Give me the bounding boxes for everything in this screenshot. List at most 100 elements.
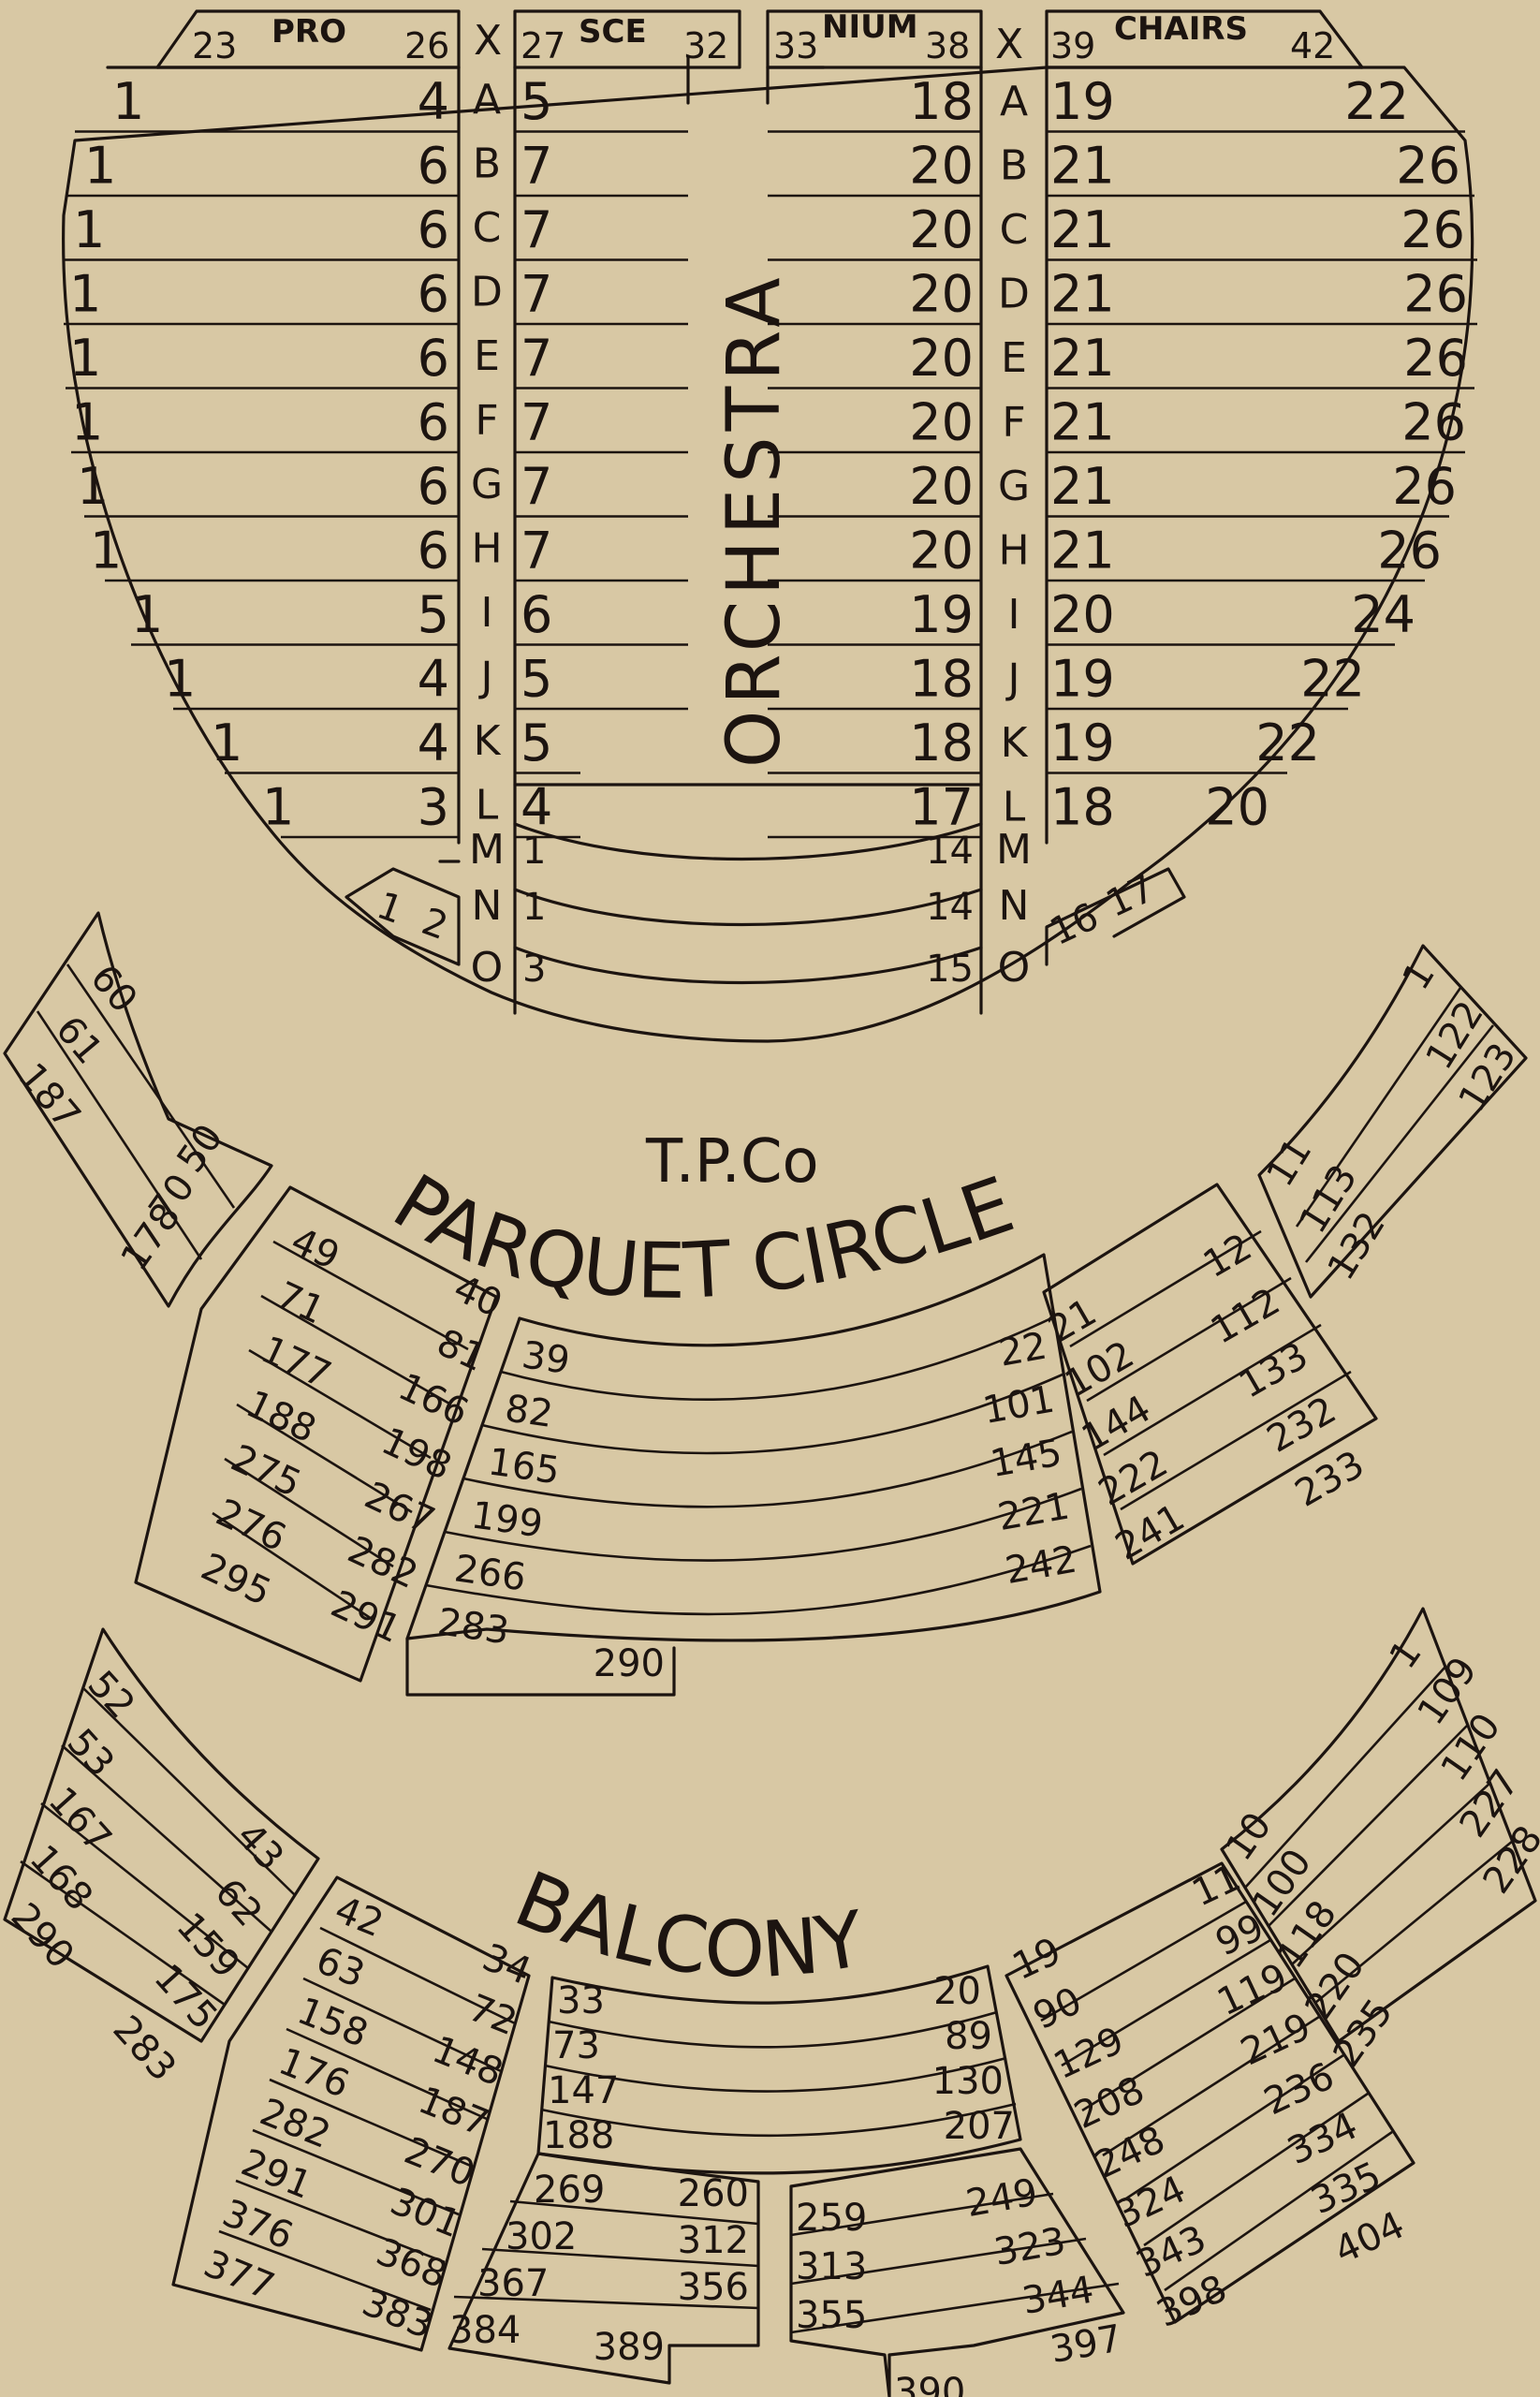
seat-first-center: 5 [521,713,552,772]
balcony-left-block [171,1875,531,2352]
seat-last-left: 5 [418,585,449,644]
balcony-far-left-seat: 283 [104,2007,183,2090]
seat-first-left: 1 [84,137,116,196]
row-letter: N [472,882,503,930]
rear-left-seat: 2 [417,900,454,949]
header-labels: 23 PRO 26 27 SCE 32 33 NIUM 38 39 CHAIRS… [192,8,1335,68]
row-divider [1103,1323,1322,1457]
balcony-center-left-seat-last: 356 [678,2266,749,2309]
balcony-right-seat-first: 19 [1006,1930,1068,1989]
row-letter: L [476,782,499,830]
aisle-x-left: X [474,17,502,65]
row-divider [1244,1666,1446,1889]
seat-last-left: 4 [418,72,449,131]
row-divider [1061,1938,1271,2067]
seat-first-right: 21 [1050,265,1115,324]
row-letter: L [1003,784,1026,831]
row-divider [272,1240,469,1351]
balcony-center-seat-last: 20 [933,1970,981,2013]
seat-last-left: 4 [418,713,449,772]
row-divider [1069,1229,1262,1348]
seat-first-left: 1 [164,650,196,709]
header-from-sce: 27 [521,25,565,66]
balcony-center-right-seat-first: 259 [796,2197,867,2240]
balcony-far-left-block [3,1627,320,2043]
parquet-far-left-seat: 60 [81,957,145,1022]
seat-first-center: 7 [521,200,552,259]
seat-first-right: 18 [1050,778,1115,837]
seat-last-left: 6 [418,200,449,259]
seat-first-left: 1 [131,585,163,644]
row-divider [790,2237,1087,2286]
row-letter: B [1000,142,1028,190]
balcony-center-seat-last: 89 [945,2015,992,2058]
header-to-chairs: 42 [1290,25,1335,66]
seat-last-right: 26 [1403,329,1468,388]
seat-first-center: 6 [521,585,552,644]
seat-first-left: 1 [211,713,242,772]
seat-first-center: 7 [521,265,552,324]
seat-last-center: 18 [909,713,974,772]
parquet-far-right-block [1257,944,1528,1299]
balcony-center-right-seat-last: 397 [1048,2317,1125,2373]
seat-last-center: 15 [926,948,974,991]
orchestra-label: ORCHESTRA [712,272,797,768]
row-divider [1143,2092,1369,2247]
row-letter: K [1001,719,1029,767]
row-divider [1102,2015,1320,2157]
parquet-center-seat-last: 101 [980,1378,1058,1434]
parquet-center-seat-last: 242 [1003,1538,1080,1594]
row-divider [481,2247,759,2268]
row-divider [319,1926,516,2025]
orchestra-row-lines [64,130,1477,839]
seat-first-center: 1 [522,886,546,929]
seat-first-right: 21 [1050,393,1115,452]
seat-first-center: 5 [521,650,552,709]
rear-right-box [1045,867,1186,966]
rear-left-seat: 1 [372,884,409,933]
seat-first-left: 1 [69,329,101,388]
row-divider [1314,1839,1514,2005]
balcony-center-seat-first: 188 [543,2114,614,2157]
parquet-left-seat-last: 81 [431,1321,492,1380]
seat-last-left: 4 [418,650,449,709]
header-from-pro: 23 [192,25,237,66]
row-letter: A [1000,78,1028,125]
parquet-center-seat-first: 39 [520,1333,573,1383]
seat-last-right: 26 [1403,265,1468,324]
row-divider [544,2056,1007,2093]
balcony-far-left-seat: 43 [228,1815,292,1879]
row-letter: C [1000,206,1029,254]
seat-last-left: 6 [418,522,449,581]
row-divider [40,1801,249,1970]
parquet-right-seat-last: 233 [1288,1443,1371,1516]
balcony-center-right-seat-last: 249 [963,2171,1041,2227]
seat-last-right: 20 [1205,778,1269,837]
parquet-center-seat-last: 221 [995,1485,1073,1540]
aisle-x-right: X [995,21,1023,68]
row-divider [790,2282,1120,2334]
parquet-left-block [134,1185,498,1683]
row-divider [1086,1276,1292,1403]
row-letter: H [471,525,502,573]
seat-first-center: 7 [521,329,552,388]
parquet-right-block [1042,1183,1378,1566]
balcony-right-block [1005,1861,1415,2324]
header-to-nium: 38 [925,25,970,66]
header-box-proscenium-left [155,9,461,69]
seat-first-right: 21 [1050,457,1115,516]
seat-last-right: 26 [1396,137,1460,196]
row-letter: G [471,461,503,508]
row-divider [1120,1370,1352,1511]
seat-last-right: 26 [1401,393,1466,452]
row-divider [425,1544,1092,1616]
balcony-section [3,1607,1537,2397]
row-letter: M [996,826,1032,874]
seat-last-left: 6 [418,137,449,196]
row-letter: I [1008,591,1020,639]
parquet-left-seat-first: 49 [285,1219,346,1278]
row-divider [540,2102,1017,2138]
parquet-center-seat-last: 145 [988,1432,1065,1487]
balcony-center-seat-first: 147 [548,2069,619,2112]
